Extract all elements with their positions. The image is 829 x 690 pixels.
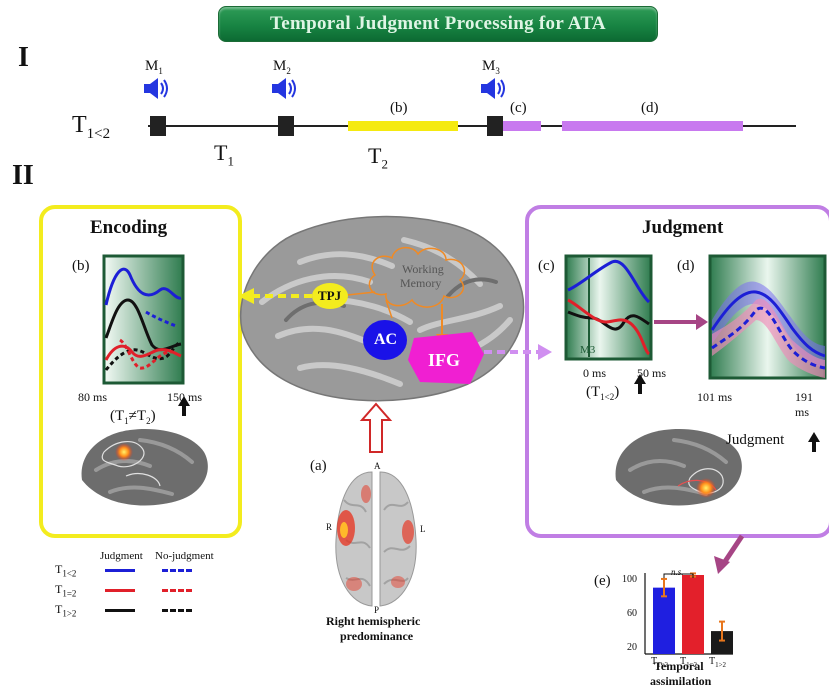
m1-label: M1 [145, 58, 163, 76]
legend-line-t1eq2-judgment [105, 589, 135, 592]
brain-caption-line1: Right hemispheric [326, 614, 421, 628]
legend-line-t1gt2-judgment [105, 609, 135, 612]
bar-xlabel-T1=2: T1=2 [680, 656, 698, 669]
encoding-brain-thumbnail [81, 428, 208, 506]
encoding-x-end: 150 ms [167, 390, 203, 404]
bar-T1>2 [711, 631, 733, 654]
legend-col-nojudgment: No-judgment [155, 550, 214, 562]
d-wave-judgment [710, 290, 826, 358]
bar-xlabel-T1<2: T1<2 [651, 656, 669, 669]
bar-xlabel-T1>2: T1>2 [709, 656, 727, 669]
encoding-title: Encoding [90, 217, 168, 238]
section-ii-numeral: II [12, 160, 34, 191]
judgment-title: Judgment [642, 217, 724, 238]
d-wave-nojudgment [711, 306, 826, 370]
axis-a-label: A [374, 461, 381, 471]
ns-bracket [663, 573, 694, 578]
waveform-t1lt2-nojudgment [145, 310, 177, 328]
wm-label-line1: Working [402, 262, 444, 276]
judgment-c-waveform-plot [564, 254, 653, 361]
bar-caption-line1: Temporal [654, 659, 704, 673]
bar-T1=2 [682, 575, 704, 654]
bar-T1<2 [653, 587, 675, 654]
tpj-region [312, 283, 348, 309]
ifg-label: IFG [428, 350, 461, 370]
c-wave-black [567, 310, 650, 331]
c-x-start: 0 ms [583, 366, 607, 380]
legend-line-t1eq2-nojudgment [162, 589, 192, 592]
m3-label: M3 [482, 58, 500, 76]
judgment-brain-thumbnail [615, 428, 742, 506]
d-x-start: 101 ms [697, 390, 733, 404]
judgment-c-label: (c) [538, 258, 555, 274]
waveform-t1lt2-judgment [104, 267, 182, 306]
brain-dorsal-view [335, 471, 417, 607]
legend-row-t1gt2: T1>2 [55, 602, 77, 619]
encoding-condition: (T1≠T2) [110, 408, 156, 426]
encoding-panel-label: (b) [72, 258, 90, 274]
brain-caption-line2: predominance [340, 629, 414, 643]
condition-label: T1<2 [72, 112, 111, 142]
c-up-arrow [634, 374, 646, 394]
panel-a-up-arrow [359, 402, 393, 453]
c-condition: (T1<2) [586, 384, 620, 402]
legend-line-t1lt2-nojudgment [162, 569, 192, 572]
axis-l-label: L [420, 524, 426, 534]
phase-c-label: (c) [510, 100, 527, 116]
d-caption: Judgment [726, 432, 785, 448]
wm-label-line2: Memory [400, 276, 442, 290]
brain-surface-lateral [239, 215, 525, 402]
section-i-numeral: I [18, 42, 29, 73]
working-memory-cloud [368, 246, 466, 308]
axis-r-label: R [326, 522, 333, 532]
m1-marker [150, 116, 166, 136]
encoding-x-start: 80 ms [78, 390, 108, 404]
speaker-icon [272, 78, 296, 99]
banner-title: Temporal Judgment Processing for ATA [218, 6, 658, 42]
encoding-waveform-plot [102, 254, 185, 385]
d-x-end: 191 ms [795, 390, 813, 419]
judgment-d-waveform-plot [708, 254, 827, 380]
panel-e-label: (e) [594, 573, 611, 589]
t1-interval-label: T1 [214, 140, 234, 169]
c-x-end: 50 ms [637, 366, 667, 380]
legend-col-judgment: Judgment [100, 550, 143, 562]
speaker-icon [481, 78, 505, 99]
speaker-icon [144, 78, 168, 99]
m2-label: M2 [273, 58, 291, 76]
ac-label: AC [374, 331, 398, 348]
encoding-up-arrow [178, 396, 190, 416]
phase-c-bar [503, 121, 541, 131]
m3-marker [487, 116, 503, 136]
m2-marker [278, 116, 294, 136]
legend-row-t1lt2: T1<2 [55, 562, 77, 579]
ac-region [363, 320, 407, 360]
axis-p-label: P [374, 605, 380, 615]
legend-row-t1eq2: T1=2 [55, 582, 77, 599]
legend-line-t1gt2-nojudgment [162, 609, 192, 612]
bar-caption-line2: assimilation [650, 674, 712, 688]
panel-a-label: (a) [310, 458, 327, 474]
phase-b-label: (b) [390, 100, 408, 116]
phase-b-bar [348, 121, 458, 131]
ns-label: n.s. [671, 567, 684, 577]
legend-line-t1lt2-judgment [105, 569, 135, 572]
c-wave-red [567, 298, 651, 356]
waveform-t1eq2-nojudgment [119, 338, 173, 370]
phase-d-bar [562, 121, 743, 131]
judgment-d-label: (d) [677, 258, 695, 274]
y-tick-20: 20 [627, 642, 637, 653]
temporal-assimilation-bar-chart [644, 572, 733, 655]
ifg-region [408, 332, 484, 384]
c-wave-blue [567, 259, 651, 304]
tpj-label: TPJ [318, 288, 342, 303]
y-tick-100: 100 [622, 574, 637, 585]
phase-d-label: (d) [641, 100, 659, 116]
t2-interval-label: T2 [368, 143, 388, 172]
c-marker-label: M3 [580, 344, 596, 356]
y-tick-60: 60 [627, 608, 637, 619]
d-up-arrow [808, 432, 820, 452]
